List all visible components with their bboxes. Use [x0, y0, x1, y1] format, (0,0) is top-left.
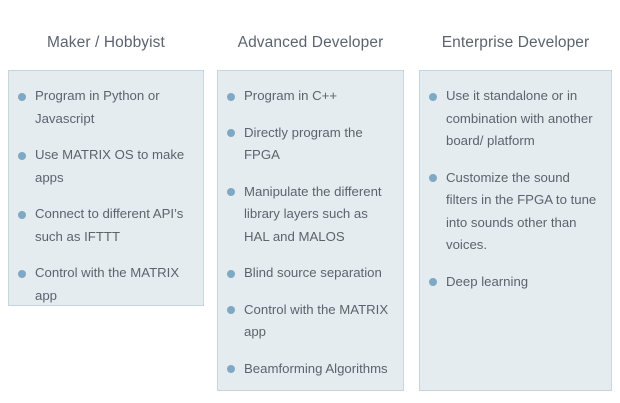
bullet-dot-icon — [429, 278, 437, 286]
list-item-label: Blind source separation — [244, 265, 382, 280]
list-item-label: Control with the MATRIX app — [244, 301, 389, 340]
list-item: Use MATRIX OS to make apps — [18, 144, 193, 189]
list-item: Program in C++ — [227, 85, 393, 108]
list-item-label: Use MATRIX OS to make apps — [35, 147, 185, 185]
bullet-dot-icon — [18, 92, 26, 101]
column-maker-hobbyist: Maker / Hobbyist Program in Python or Ja… — [0, 0, 210, 306]
list-item: Deep learning — [429, 271, 601, 294]
list-item-label: Customize the sound filters in the FPGA … — [446, 169, 597, 253]
list-item-label: Beamforming Algorithms — [244, 360, 388, 376]
column-title-advanced-developer: Advanced Developer — [237, 34, 384, 51]
bullet-dot-icon — [18, 151, 26, 160]
bullet-dot-icon — [18, 210, 26, 219]
list-item: Beamforming Algorithms — [227, 358, 393, 381]
list-item-label: Program in Python or Javascript — [35, 88, 160, 126]
list-item-label: Connect to different API’s such as IFTTT — [35, 206, 184, 244]
list-item-label: Control with the MATRIX app — [35, 265, 180, 303]
column-title-enterprise-developer: Enterprise Developer — [441, 34, 590, 51]
list-item: Control with the MATRIX app — [227, 299, 393, 344]
list-item-label: Manipulate the different library layers … — [244, 183, 382, 244]
bullet-dot-icon — [429, 92, 437, 101]
bullet-dot-icon — [227, 269, 235, 278]
columns-container: Maker / Hobbyist Program in Python or Ja… — [0, 0, 620, 391]
list-item-label: Directly program the FPGA — [244, 124, 363, 163]
panel-enterprise-developer: Use it standalone or in combination with… — [419, 70, 612, 391]
list-item-label: Deep learning — [446, 273, 529, 289]
list-item: Blind source separation — [227, 262, 393, 285]
list-item: Manipulate the different library layers … — [227, 181, 393, 249]
column-advanced-developer: Advanced Developer Program in C++ Direct… — [210, 0, 411, 391]
column-enterprise-developer: Enterprise Developer Use it standalone o… — [411, 0, 620, 391]
bullet-list-advanced-developer: Program in C++ Directly program the FPGA… — [227, 85, 393, 380]
list-item-label: Use it standalone or in combination with… — [446, 88, 593, 148]
list-item-label: Program in C++ — [244, 88, 338, 103]
bullet-dot-icon — [227, 129, 235, 137]
bullet-dot-icon — [429, 174, 437, 182]
list-item: Directly program the FPGA — [227, 122, 393, 167]
bullet-list-enterprise-developer: Use it standalone or in combination with… — [429, 85, 601, 293]
panel-advanced-developer: Program in C++ Directly program the FPGA… — [217, 70, 404, 391]
column-title-maker-hobbyist: Maker / Hobbyist — [47, 34, 165, 51]
list-item: Customize the sound filters in the FPGA … — [429, 167, 601, 257]
bullet-dot-icon — [227, 306, 235, 314]
list-item: Control with the MATRIX app — [18, 262, 193, 307]
bullet-dot-icon — [227, 365, 235, 373]
panel-maker-hobbyist: Program in Python or Javascript Use MATR… — [8, 70, 204, 306]
bullet-dot-icon — [227, 188, 235, 196]
bullet-dot-icon — [18, 269, 26, 278]
bullet-list-maker-hobbyist: Program in Python or Javascript Use MATR… — [18, 85, 193, 307]
bullet-dot-icon — [227, 92, 235, 101]
list-item: Program in Python or Javascript — [18, 85, 193, 130]
list-item: Use it standalone or in combination with… — [429, 85, 601, 153]
list-item: Connect to different API’s such as IFTTT — [18, 203, 193, 248]
